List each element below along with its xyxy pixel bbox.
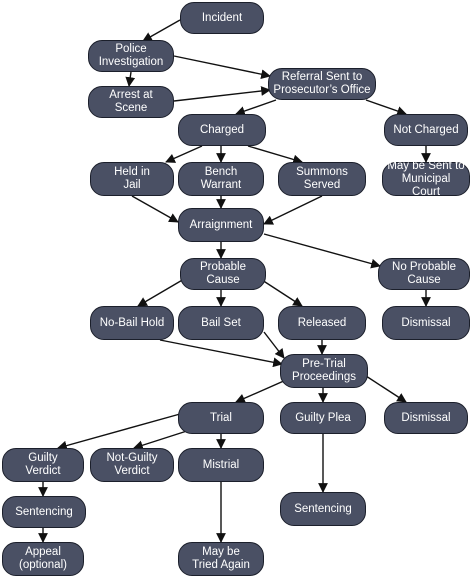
node-no-bail-hold: No-Bail Hold [90, 306, 174, 340]
node-municipal-court: May be Sent to Municipal Court [382, 159, 470, 198]
arrow-referral-to-not-charged [365, 99, 407, 116]
arrow-no-bail-to-pretrial [159, 339, 283, 368]
node-incident-label: Incident [201, 11, 243, 24]
node-trial-label: Trial [210, 411, 232, 424]
node-summons-served: Summons Served [278, 162, 366, 196]
node-arraignment: Arraignment [178, 208, 264, 242]
node-pretrial-label: Pre-Trial Proceedings [292, 358, 356, 383]
arrow-charged-to-summons [247, 145, 303, 165]
arrow-held-to-arraignment [131, 195, 179, 223]
node-referral-prosecutor-label: Referral Sent to Prosecutor’s Office [273, 71, 371, 96]
node-not-charged: Not Charged [384, 114, 468, 146]
node-guilty-plea-label: Guilty Plea [295, 411, 351, 424]
node-guilty-verdict-label: Guilty Verdict [25, 452, 61, 477]
node-sentencing-2-label: Sentencing [294, 502, 352, 515]
node-no-probable-cause: No Probable Cause [378, 258, 470, 290]
node-police-investigation: Police Investigation [88, 40, 174, 72]
node-sentencing-1-label: Sentencing [15, 505, 73, 518]
arrow-police-to-referral [173, 55, 271, 79]
node-dismissal-2-label: Dismissal [401, 411, 451, 424]
node-released: Released [278, 306, 366, 340]
node-referral-prosecutor: Referral Sent to Prosecutor’s Office [268, 68, 376, 100]
node-bail-set-label: Bail Set [201, 316, 241, 329]
arrow-pretrial-to-dismissal [365, 375, 407, 403]
node-not-guilty-verdict-label: Not-Guilty Verdict [106, 452, 158, 477]
arrow-arraignment-to-no-probable [263, 233, 381, 269]
node-trial: Trial [178, 402, 264, 434]
arrow-arrest-to-referral [173, 86, 271, 102]
node-released-label: Released [297, 316, 347, 329]
node-not-guilty-verdict: Not-Guilty Verdict [90, 448, 174, 482]
node-mistrial-label: Mistrial [202, 458, 240, 471]
node-summons-served-label: Summons Served [296, 166, 348, 191]
node-sentencing-2: Sentencing [280, 492, 366, 526]
node-dismissal-1: Dismissal [382, 306, 470, 340]
node-guilty-plea: Guilty Plea [280, 402, 366, 434]
arrow-charged-to-held [165, 145, 203, 163]
node-dismissal-2: Dismissal [384, 402, 468, 434]
node-mistrial: Mistrial [178, 448, 264, 482]
node-police-investigation-label: Police Investigation [98, 43, 164, 68]
node-charged: Charged [178, 114, 266, 146]
node-bench-warrant: Bench Warrant [178, 162, 264, 196]
node-incident: Incident [180, 2, 264, 34]
node-probable-cause-label: Probable Cause [199, 261, 247, 286]
node-dismissal-1-label: Dismissal [401, 316, 451, 329]
node-pretrial: Pre-Trial Proceedings [280, 354, 368, 388]
node-not-charged-label: Not Charged [393, 123, 459, 136]
node-tried-again: May be Tried Again [178, 542, 264, 576]
node-bail-set: Bail Set [178, 306, 264, 340]
node-probable-cause: Probable Cause [180, 258, 266, 290]
arrow-bail-to-pretrial [263, 331, 285, 359]
node-no-probable-cause-label: No Probable Cause [392, 261, 456, 286]
arrow-referral-to-charged [235, 99, 277, 116]
node-sentencing-1: Sentencing [2, 496, 86, 528]
node-municipal-court-label: May be Sent to Municipal Court [387, 159, 465, 198]
node-charged-label: Charged [199, 123, 245, 136]
arrow-summons-to-arraignment [263, 195, 323, 225]
node-held-in-jail-label: Held in Jail [114, 166, 150, 191]
node-appeal-label: Appeal (optional) [19, 546, 67, 571]
node-arrest-at-scene-label: Arrest at Scene [109, 89, 153, 114]
node-no-bail-hold-label: No-Bail Hold [99, 316, 165, 329]
arrow-incident-to-police [142, 19, 181, 42]
node-appeal: Appeal (optional) [2, 542, 84, 576]
arrow-probable-to-released [261, 279, 303, 307]
node-arrest-at-scene: Arrest at Scene [88, 86, 174, 118]
node-bench-warrant-label: Bench Warrant [200, 166, 242, 191]
node-tried-again-label: May be Tried Again [192, 546, 250, 571]
node-held-in-jail: Held in Jail [90, 162, 174, 196]
node-guilty-verdict: Guilty Verdict [2, 448, 84, 482]
arrow-trial-to-guilty-verdict [57, 413, 181, 451]
arrow-trial-to-not-guilty [133, 429, 191, 450]
arrow-pretrial-to-trial [235, 379, 287, 403]
arrow-police-to-arrest [125, 71, 136, 87]
node-arraignment-label: Arraignment [189, 218, 253, 231]
